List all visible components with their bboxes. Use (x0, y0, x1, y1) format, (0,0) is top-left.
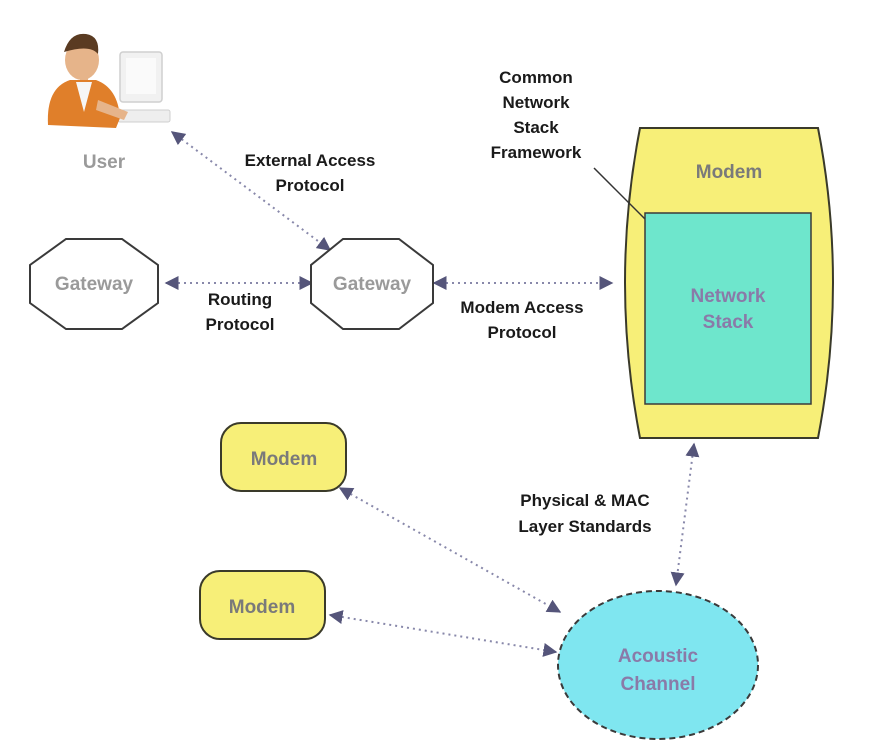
network-stack-line-2: Stack (703, 312, 754, 333)
modem-access-line-2: Protocol (488, 323, 557, 342)
modem1-acoustic-arrow (338, 487, 562, 613)
network-stack-box (644, 212, 812, 405)
common-stack-line-4: Framework (491, 143, 582, 162)
acoustic-channel-line-1: Acoustic (618, 646, 699, 667)
modem-access-line-1: Modem Access (460, 298, 583, 317)
common-stack-line-1: Common (499, 68, 573, 87)
routing-protocol-line-1: Routing (208, 290, 272, 309)
modem-small-1-label: Modem (251, 449, 318, 470)
routing-protocol-line-2: Protocol (206, 315, 275, 334)
user-icon (47, 33, 171, 128)
acoustic-channel-line-2: Channel (621, 674, 696, 695)
gateway-left-label: Gateway (55, 274, 134, 295)
modem-small-2-label: Modem (229, 597, 296, 618)
common-stack-line-2: Network (502, 93, 570, 112)
phy-mac-line-1: Physical & MAC (520, 491, 649, 510)
gateway-right-label: Gateway (333, 274, 412, 295)
modem-small-1-shape (220, 422, 347, 492)
gateway-right-shape (310, 238, 434, 330)
main-modem-label: Modem (696, 162, 763, 183)
external-access-line-1: External Access (245, 151, 376, 170)
gateway-left-shape (29, 238, 159, 330)
common-stack-line-3: Stack (513, 118, 559, 137)
network-stack-line-1: Network (691, 286, 766, 307)
user-label: User (83, 152, 126, 173)
common-stack-label: Common Network Stack Framework (491, 68, 582, 162)
framework-leader-line (593, 167, 647, 221)
connectors (164, 131, 700, 657)
external-access-label: External Access Protocol (245, 151, 376, 195)
phy-mac-line-2: Layer Standards (518, 517, 651, 536)
acoustic-channel-shape (557, 590, 759, 740)
external-access-line-2: Protocol (276, 176, 345, 195)
modem-small-2-shape (199, 570, 326, 640)
modem-acoustic-arrow (670, 442, 700, 587)
modem2-acoustic-arrow (328, 610, 558, 657)
